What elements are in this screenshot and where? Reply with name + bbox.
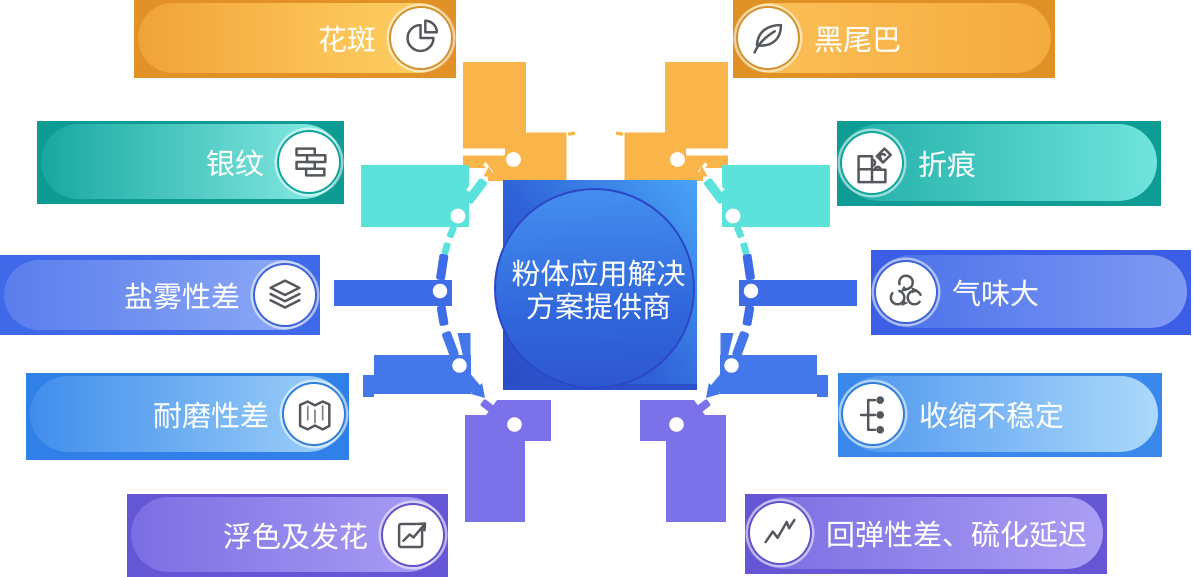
center-title-line2: 方案提供商 — [525, 283, 671, 326]
map-icon — [284, 384, 344, 444]
connector-mottling — [458, 62, 576, 181]
pill-label: 折痕 — [918, 141, 977, 184]
connector-silver-streak — [361, 165, 487, 255]
recycle-icon — [876, 261, 936, 322]
pill-black-tail: 黑尾巴 — [733, 0, 1055, 78]
pill-floating-color: 浮色及发花 — [127, 494, 448, 577]
pill-label: 耐磨性差 — [152, 393, 269, 435]
pill-label: 盐雾性差 — [123, 274, 240, 316]
layers-icon — [255, 265, 315, 325]
connector-dot — [506, 152, 521, 167]
connector-wear — [706, 331, 828, 398]
connector-floating-color — [640, 399, 726, 522]
pill-body: 银纹 — [41, 124, 341, 199]
pill-rebound: 回弹性差、硫化延迟 — [745, 494, 1107, 574]
pill-body: 耐磨性差 — [30, 376, 346, 452]
connector-dot — [670, 152, 685, 167]
pill-body: 黑尾巴 — [736, 3, 1051, 73]
ring-right-half — [615, 62, 857, 522]
pill-silver-streak: 银纹 — [37, 121, 344, 204]
connector-dot — [452, 358, 467, 373]
center-title: 粉体应用解决 方案提供商 — [498, 188, 699, 389]
nodes-icon — [843, 384, 903, 444]
connector-dot — [725, 208, 741, 224]
bricks-icon — [279, 131, 339, 192]
pill-body: 盐雾性差 — [4, 260, 317, 330]
line-chart-icon — [750, 503, 810, 563]
pill-body: 花斑 — [138, 3, 453, 73]
connector-floating-color — [465, 399, 551, 522]
connector-mottling — [615, 62, 733, 181]
pill-shrinkage: 收缩不稳定 — [838, 373, 1162, 457]
connector-dot — [724, 358, 739, 373]
pill-label: 银纹 — [205, 140, 264, 183]
pill-body: 浮色及发花 — [131, 497, 445, 572]
pill-body: 收缩不稳定 — [841, 376, 1158, 452]
pill-body: 折痕 — [840, 124, 1157, 201]
ring-left-half — [334, 62, 576, 522]
connector-dot — [507, 417, 522, 432]
pill-label: 花斑 — [317, 17, 376, 59]
pill-body: 回弹性差、硫化延迟 — [748, 497, 1103, 569]
pill-label: 黑尾巴 — [814, 17, 902, 59]
connector-silver-streak — [704, 165, 830, 255]
connector-dot — [743, 283, 759, 299]
puzzle-icon — [842, 132, 902, 193]
center-title-line1: 粉体应用解决 — [511, 250, 686, 293]
pill-crease: 折痕 — [837, 121, 1161, 206]
connector-wear — [363, 331, 485, 398]
connector-salt-spray — [334, 253, 452, 326]
pill-wear: 耐磨性差 — [26, 373, 349, 460]
pill-label: 气味大 — [952, 270, 1040, 313]
connector-dot — [450, 208, 466, 224]
trend-box-icon — [383, 504, 443, 565]
connector-dot — [669, 417, 684, 432]
pill-label: 收缩不稳定 — [919, 393, 1065, 435]
pill-label: 回弹性差、硫化延迟 — [826, 512, 1088, 554]
connector-salt-spray — [739, 253, 857, 326]
pill-label: 浮色及发花 — [222, 513, 368, 556]
pill-salt-spray: 盐雾性差 — [0, 255, 320, 335]
pill-mottling: 花斑 — [134, 0, 456, 78]
connector-dot — [432, 283, 448, 299]
pill-odor: 气味大 — [871, 250, 1191, 335]
pie-chart-icon — [391, 8, 451, 68]
pill-body: 气味大 — [874, 255, 1187, 328]
center-circle — [494, 188, 695, 389]
leaf-icon — [738, 8, 798, 68]
